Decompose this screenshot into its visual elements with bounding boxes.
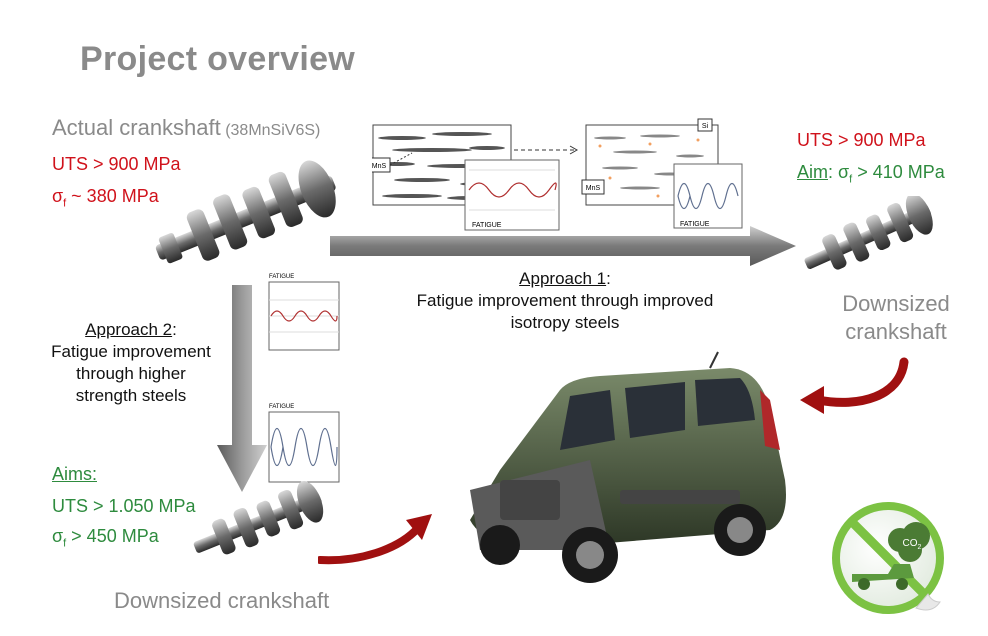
downsized-line2: crankshaft (845, 319, 947, 344)
sigma-symbol: : σ (828, 162, 850, 182)
sigma-subscript: f (63, 537, 67, 550)
page-title: Project overview (80, 40, 356, 78)
microstructure-panel-1: MnS FATIGUE (372, 124, 560, 231)
fatigue-chart-2: FATIGUE (268, 404, 340, 483)
sigma-value: > 410 MPa (852, 162, 945, 182)
right-uts: UTS > 900 MPa (797, 130, 926, 150)
actual-material-label: (38MnSiV6S) (225, 122, 321, 139)
aims-sigma: σf > 450 MPa (52, 526, 159, 550)
aims-uts: UTS > 1.050 MPa (52, 496, 196, 516)
aim-word: Aim (797, 162, 828, 182)
approach1-arrow (330, 226, 796, 266)
actual-crankshaft-image (155, 160, 336, 264)
approach1-text: Approach 1: Fatigue improvement through … (380, 268, 750, 334)
red-arrow-right (800, 357, 909, 414)
sigma-symbol: σ (52, 186, 64, 206)
sigma-value: > 450 MPa (66, 526, 159, 546)
downsized-line1: Downsized (842, 291, 950, 316)
right-aim: Aim: σf > 410 MPa (797, 162, 945, 186)
fatigue-label: FATIGUE (269, 274, 294, 280)
downsized-right-label: Downsized crankshaft (826, 290, 966, 346)
approach2-line3: strength steels (75, 386, 187, 405)
downsized-crankshaft-image-bottom (193, 480, 324, 555)
actual-crankshaft-heading: Actual crankshaft (38MnSiV6S) (52, 115, 320, 141)
mns-label: MnS (586, 185, 601, 192)
sigma-symbol: σ (52, 526, 64, 546)
sigma-subscript: f (63, 197, 67, 210)
downsized-crankshaft-image-right (804, 196, 933, 270)
mns-label: MnS (372, 163, 387, 170)
fatigue-label: FATIGUE (472, 222, 502, 229)
car-image (470, 351, 786, 583)
approach1-line1: Fatigue improvement through improved (416, 291, 714, 310)
approach2-heading: Approach 2 (85, 320, 173, 339)
sigma-value: ~ 380 MPa (66, 186, 159, 206)
co2-subscript: 2 (918, 544, 922, 551)
downsized-bottom-label: Downsized crankshaft (114, 588, 330, 613)
no-co2-badge: CO2 (832, 502, 944, 614)
co2-text: CO (903, 538, 918, 549)
fatigue-label: FATIGUE (269, 404, 294, 410)
approach1-colon: : (606, 269, 611, 288)
actual-sigma: σf ~ 380 MPa (52, 186, 159, 210)
approach2-text: Approach 2: Fatigue improvement through … (36, 319, 226, 407)
approach1-heading: Approach 1 (519, 269, 607, 288)
aims-heading: Aims: (52, 464, 97, 484)
fatigue-chart-1: FATIGUE (268, 274, 340, 351)
approach2-line2: through higher (76, 364, 186, 383)
sigma-subscript: f (849, 173, 853, 186)
approach2-colon: : (172, 320, 177, 339)
dashed-arrow (514, 145, 579, 155)
approach2-line1: Fatigue improvement (51, 342, 211, 361)
actual-crankshaft-label: Actual crankshaft (52, 115, 221, 140)
red-arrow-bottom (318, 514, 432, 565)
actual-uts: UTS > 900 MPa (52, 154, 181, 174)
si-label: Si (702, 123, 709, 130)
fatigue-label: FATIGUE (680, 221, 710, 228)
approach2-arrow (217, 285, 267, 492)
co2-label: CO2 (903, 538, 922, 551)
microstructure-panel-2: Si MnS FATIGUE (581, 118, 743, 229)
approach1-line2: isotropy steels (510, 313, 620, 332)
